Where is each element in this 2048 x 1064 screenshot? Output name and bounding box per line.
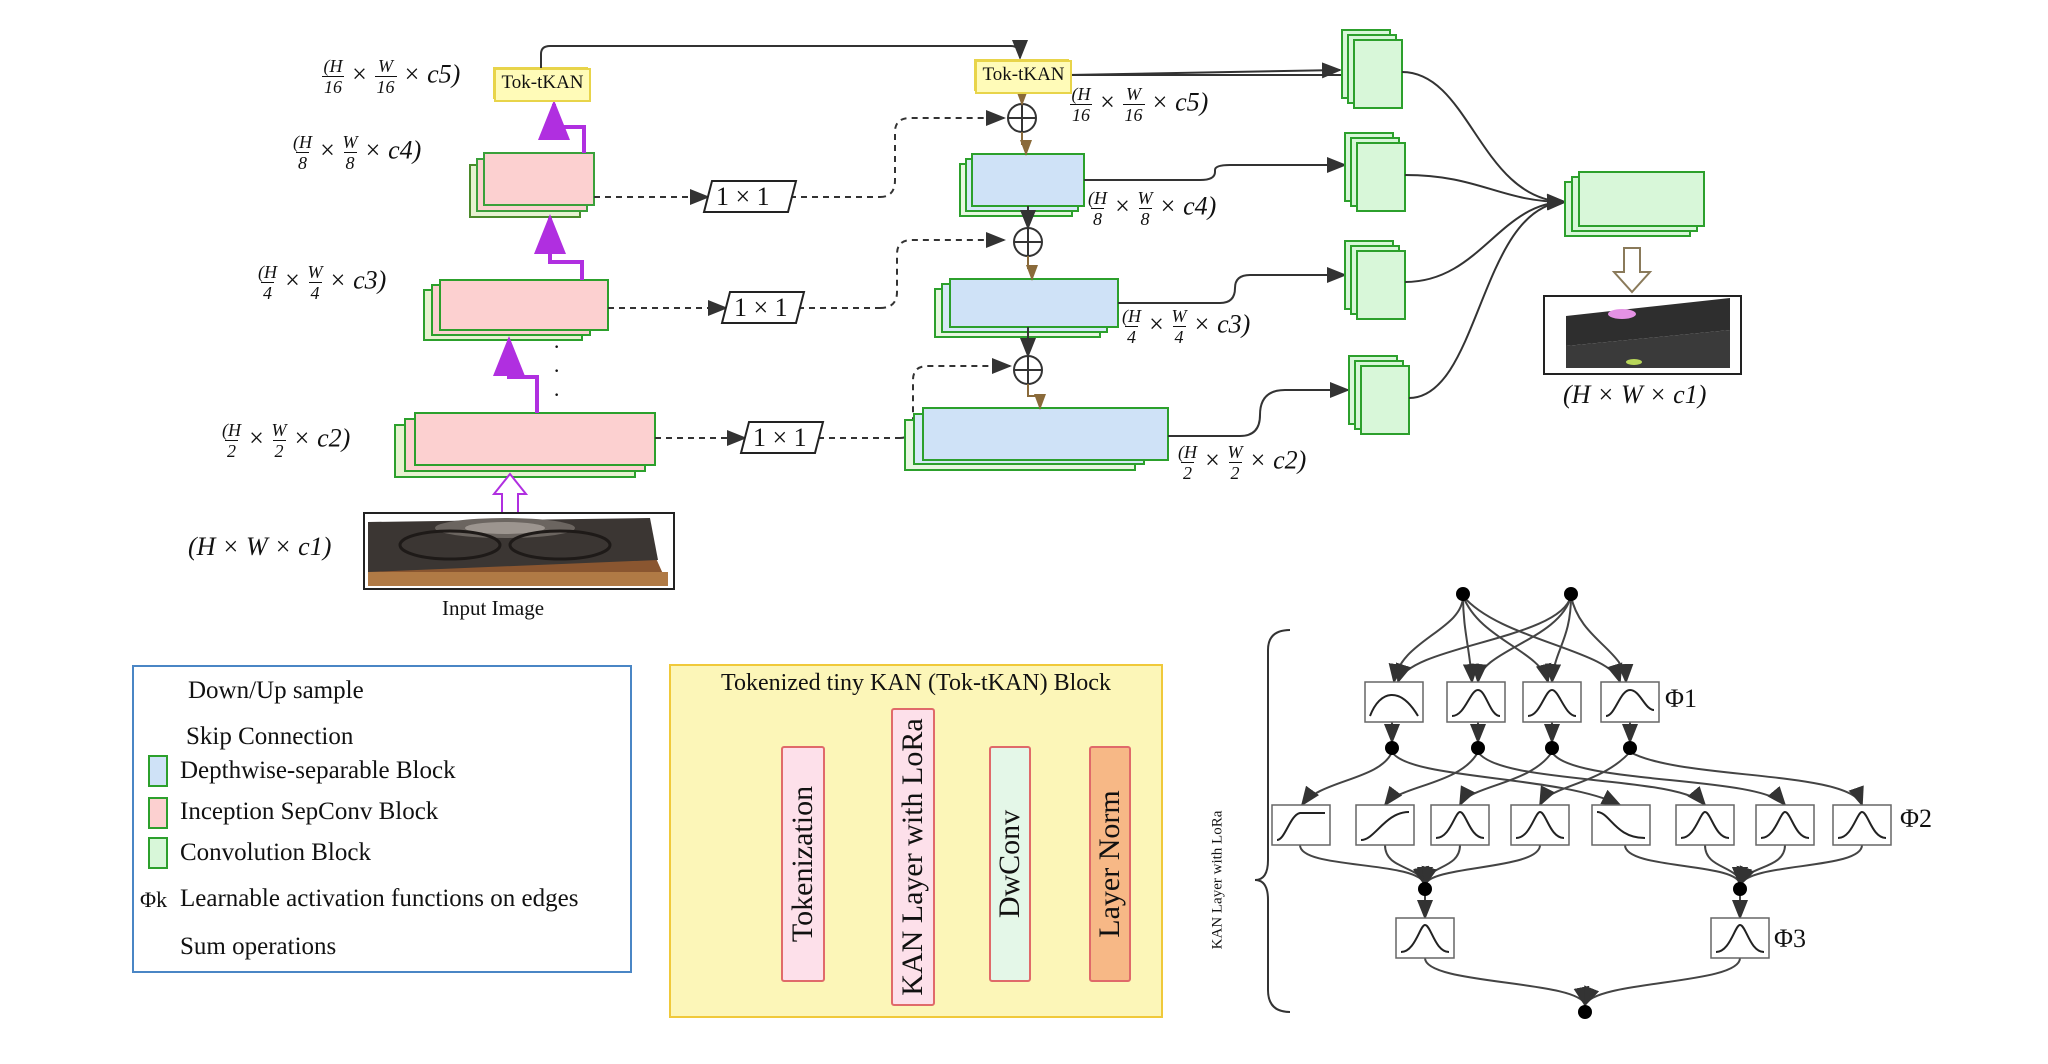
input-dim-label: (H × W × c1) — [188, 532, 332, 561]
output-image — [1543, 295, 1742, 375]
updown-arrows — [493, 100, 586, 413]
legend-swatch-depthwise — [148, 755, 168, 787]
input-image-label: Input Image — [442, 596, 545, 620]
conv-block-4 — [1348, 355, 1410, 435]
legend-skip: Skip Connection — [186, 723, 354, 750]
conv-block-2 — [1344, 132, 1406, 212]
input-image — [363, 512, 675, 590]
legend-conv: Convolution Block — [180, 839, 371, 866]
skip-conv-label-2: 1 × 1 — [734, 293, 788, 322]
skip-conv-label-1: 1 × 1 — [716, 182, 770, 211]
legend-updown: Down/Up sample — [188, 677, 364, 704]
tk-stage-kan-lora: KAN Layer with LoRa — [891, 708, 935, 1006]
skip-connections — [594, 110, 1012, 446]
encoder-block-2 — [423, 279, 609, 341]
encoder-block-1 — [469, 152, 595, 218]
tok-tkan-block-title: Tokenized tiny KAN (Tok-tKAN) Block — [721, 670, 1111, 696]
legend-phi-symbol: Φk — [140, 887, 168, 912]
legend-activation: Learnable activation functions on edges — [180, 885, 579, 912]
phi-3-label: Φ3 — [1774, 924, 1807, 953]
kan-nodes — [1385, 587, 1747, 1019]
fused-conv-block — [1564, 171, 1705, 237]
output-down-arrow — [1611, 247, 1653, 294]
output-dim-label: (H × W × c1) — [1563, 380, 1707, 409]
kan-activation-layer1 — [1364, 681, 1660, 723]
phi-2-label: Φ2 — [1900, 804, 1933, 833]
tk-stage-tokenization: Tokenization — [781, 746, 825, 982]
tk-stage-dwconv: DwConv — [989, 746, 1031, 982]
conv-block-1 — [1341, 29, 1403, 109]
encoder-ellipsis: ··· — [553, 334, 561, 407]
bottleneck-connection — [540, 40, 1028, 68]
tk-stage-layernorm: Layer Norm — [1089, 746, 1131, 982]
legend-swatch-inception — [148, 797, 168, 829]
legend-swatch-conv — [148, 837, 168, 869]
fusion-curves — [1401, 71, 1567, 399]
input-up-arrow — [491, 472, 529, 519]
decoder-tok-tkan-label: Tok-tKAN — [975, 60, 1072, 94]
kan-edges — [1299, 595, 1864, 1007]
legend-inception: Inception SepConv Block — [180, 798, 439, 825]
kan-brace — [1254, 629, 1291, 1013]
tok-tkan-block-panel: Tokenized tiny KAN (Tok-tKAN) Block Toke… — [669, 664, 1163, 1018]
encoder-tok-tkan-label: Tok-tKAN — [494, 68, 591, 102]
phi-1-label: Φ1 — [1665, 684, 1698, 713]
conv-block-3 — [1344, 240, 1406, 320]
decoder-block-1 — [959, 153, 1085, 217]
kan-activation-layer2 — [1271, 804, 1892, 846]
decoder-up-arrows — [1016, 90, 1046, 410]
legend-depthwise: Depthwise-separable Block — [180, 757, 456, 784]
legend: Down/Up sample Skip Connection Depthwise… — [132, 665, 632, 973]
decoder-block-2 — [934, 278, 1119, 338]
encoder-block-3 — [394, 412, 656, 478]
decoder-block-3 — [904, 407, 1169, 471]
skip-conv-label-3: 1 × 1 — [753, 423, 807, 452]
legend-sum: Sum operations — [180, 933, 337, 960]
skip-conv-shapes — [702, 180, 825, 454]
kan-side-label: KAN Layer with LoRa — [1209, 810, 1226, 950]
kan-activation-layer3 — [1395, 917, 1770, 959]
